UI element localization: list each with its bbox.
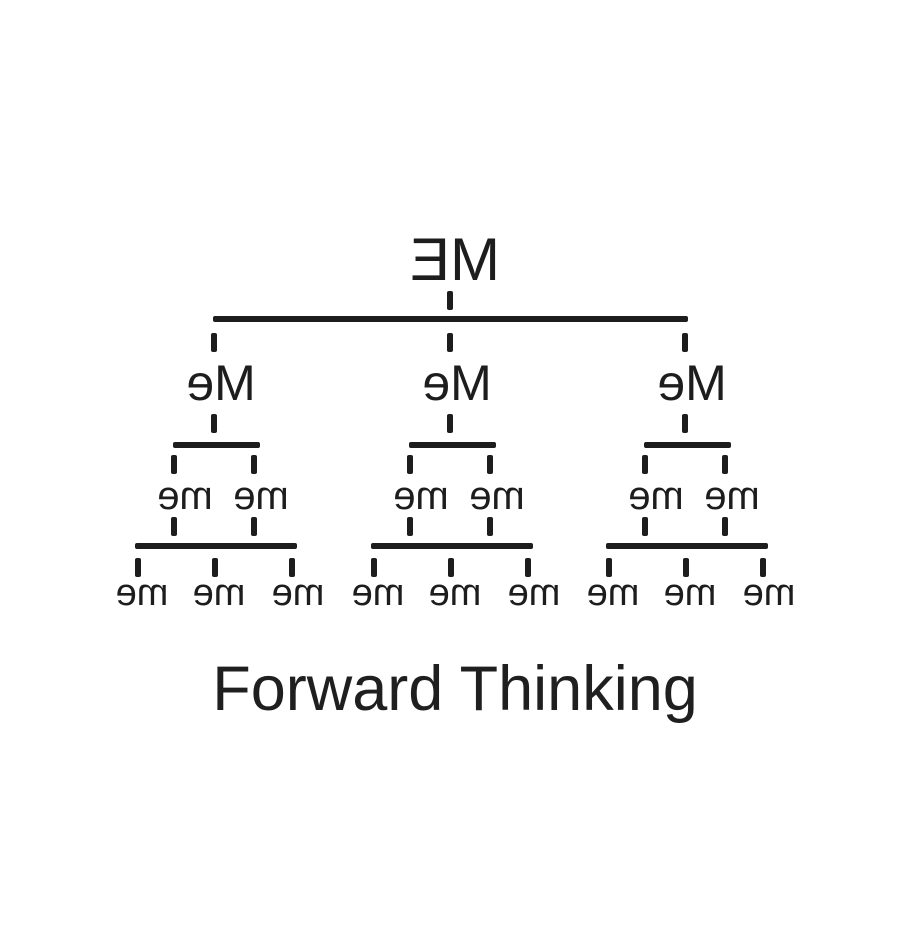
mirrored-text: me bbox=[742, 572, 796, 614]
connector-dash bbox=[171, 517, 177, 536]
connector-dash bbox=[487, 455, 493, 474]
connector-bar bbox=[644, 442, 731, 448]
mirrored-text: me bbox=[271, 572, 325, 614]
connector-dash bbox=[683, 558, 689, 577]
mirrored-text: me bbox=[393, 474, 449, 518]
grandchild-node-label: me bbox=[393, 474, 449, 518]
grandchild-node-label: me bbox=[157, 474, 213, 518]
great-grandchild-node-label: me bbox=[663, 572, 717, 614]
connector-dash bbox=[642, 517, 648, 536]
mirrored-text: me bbox=[507, 572, 561, 614]
mirrored-text: me bbox=[428, 572, 482, 614]
connector-dash bbox=[135, 558, 141, 577]
grandchild-node-label: me bbox=[469, 474, 525, 518]
mirrored-text: me bbox=[704, 474, 760, 518]
family-branch-2: Me me me me me me bbox=[342, 330, 562, 630]
connector-dash bbox=[407, 455, 413, 474]
family-branch-3: Me me me me me me bbox=[577, 330, 797, 630]
connector-bar bbox=[173, 442, 260, 448]
mirrored-text: ME bbox=[410, 226, 500, 293]
connector-bar bbox=[371, 543, 533, 549]
mirrored-text: me bbox=[628, 474, 684, 518]
mirrored-text: me bbox=[469, 474, 525, 518]
great-grandchild-node-label: me bbox=[192, 572, 246, 614]
child-node-label: Me bbox=[422, 355, 492, 411]
connector-dash bbox=[760, 558, 766, 577]
mirrored-text: me bbox=[586, 572, 640, 614]
connector-dash bbox=[251, 455, 257, 474]
grandchild-node-label: me bbox=[704, 474, 760, 518]
root-node-label: ME bbox=[410, 226, 500, 293]
connector-dash bbox=[407, 517, 413, 536]
connector-dash bbox=[289, 558, 295, 577]
connector-dash bbox=[722, 455, 728, 474]
mirrored-text: Me bbox=[657, 355, 727, 411]
great-grandchild-node-label: me bbox=[507, 572, 561, 614]
great-grandchild-node-label: me bbox=[271, 572, 325, 614]
mirrored-text: me bbox=[233, 474, 289, 518]
great-grandchild-node-label: me bbox=[115, 572, 169, 614]
connector-bar bbox=[135, 543, 297, 549]
connector-dash bbox=[448, 558, 454, 577]
mirrored-text: me bbox=[663, 572, 717, 614]
mirrored-text: Me bbox=[186, 355, 256, 411]
connector-dash bbox=[722, 517, 728, 536]
child-node-label: Me bbox=[186, 355, 256, 411]
mirrored-text: me bbox=[157, 474, 213, 518]
great-grandchild-node-label: me bbox=[586, 572, 640, 614]
mirrored-text: Me bbox=[422, 355, 492, 411]
great-grandchild-node-label: me bbox=[742, 572, 796, 614]
connector-dash bbox=[682, 333, 688, 352]
connector-dash bbox=[211, 333, 217, 352]
mirrored-text: me bbox=[192, 572, 246, 614]
connector-bar bbox=[409, 442, 496, 448]
connector-dash bbox=[212, 558, 218, 577]
grandchild-node-label: me bbox=[628, 474, 684, 518]
caption-title: Forward Thinking bbox=[212, 654, 698, 724]
child-node-label: Me bbox=[657, 355, 727, 411]
connector-dash bbox=[447, 333, 453, 352]
family-branch-1: Me me me me me me bbox=[106, 330, 326, 630]
connector-dash bbox=[211, 414, 217, 433]
mirrored-text: me bbox=[115, 572, 169, 614]
connector-dash bbox=[371, 558, 377, 577]
connector-dash bbox=[487, 517, 493, 536]
great-grandchild-node-label: me bbox=[428, 572, 482, 614]
connector-dash bbox=[447, 414, 453, 433]
connector-dash bbox=[525, 558, 531, 577]
connector-dash bbox=[606, 558, 612, 577]
great-grandchild-node-label: me bbox=[351, 572, 405, 614]
mirrored-text: me bbox=[351, 572, 405, 614]
connector-bar bbox=[213, 316, 688, 322]
connector-dash bbox=[251, 517, 257, 536]
connector-dash bbox=[642, 455, 648, 474]
connector-dash bbox=[447, 291, 453, 310]
connector-bar bbox=[606, 543, 768, 549]
grandchild-node-label: me bbox=[233, 474, 289, 518]
connector-dash bbox=[171, 455, 177, 474]
connector-dash bbox=[682, 414, 688, 433]
